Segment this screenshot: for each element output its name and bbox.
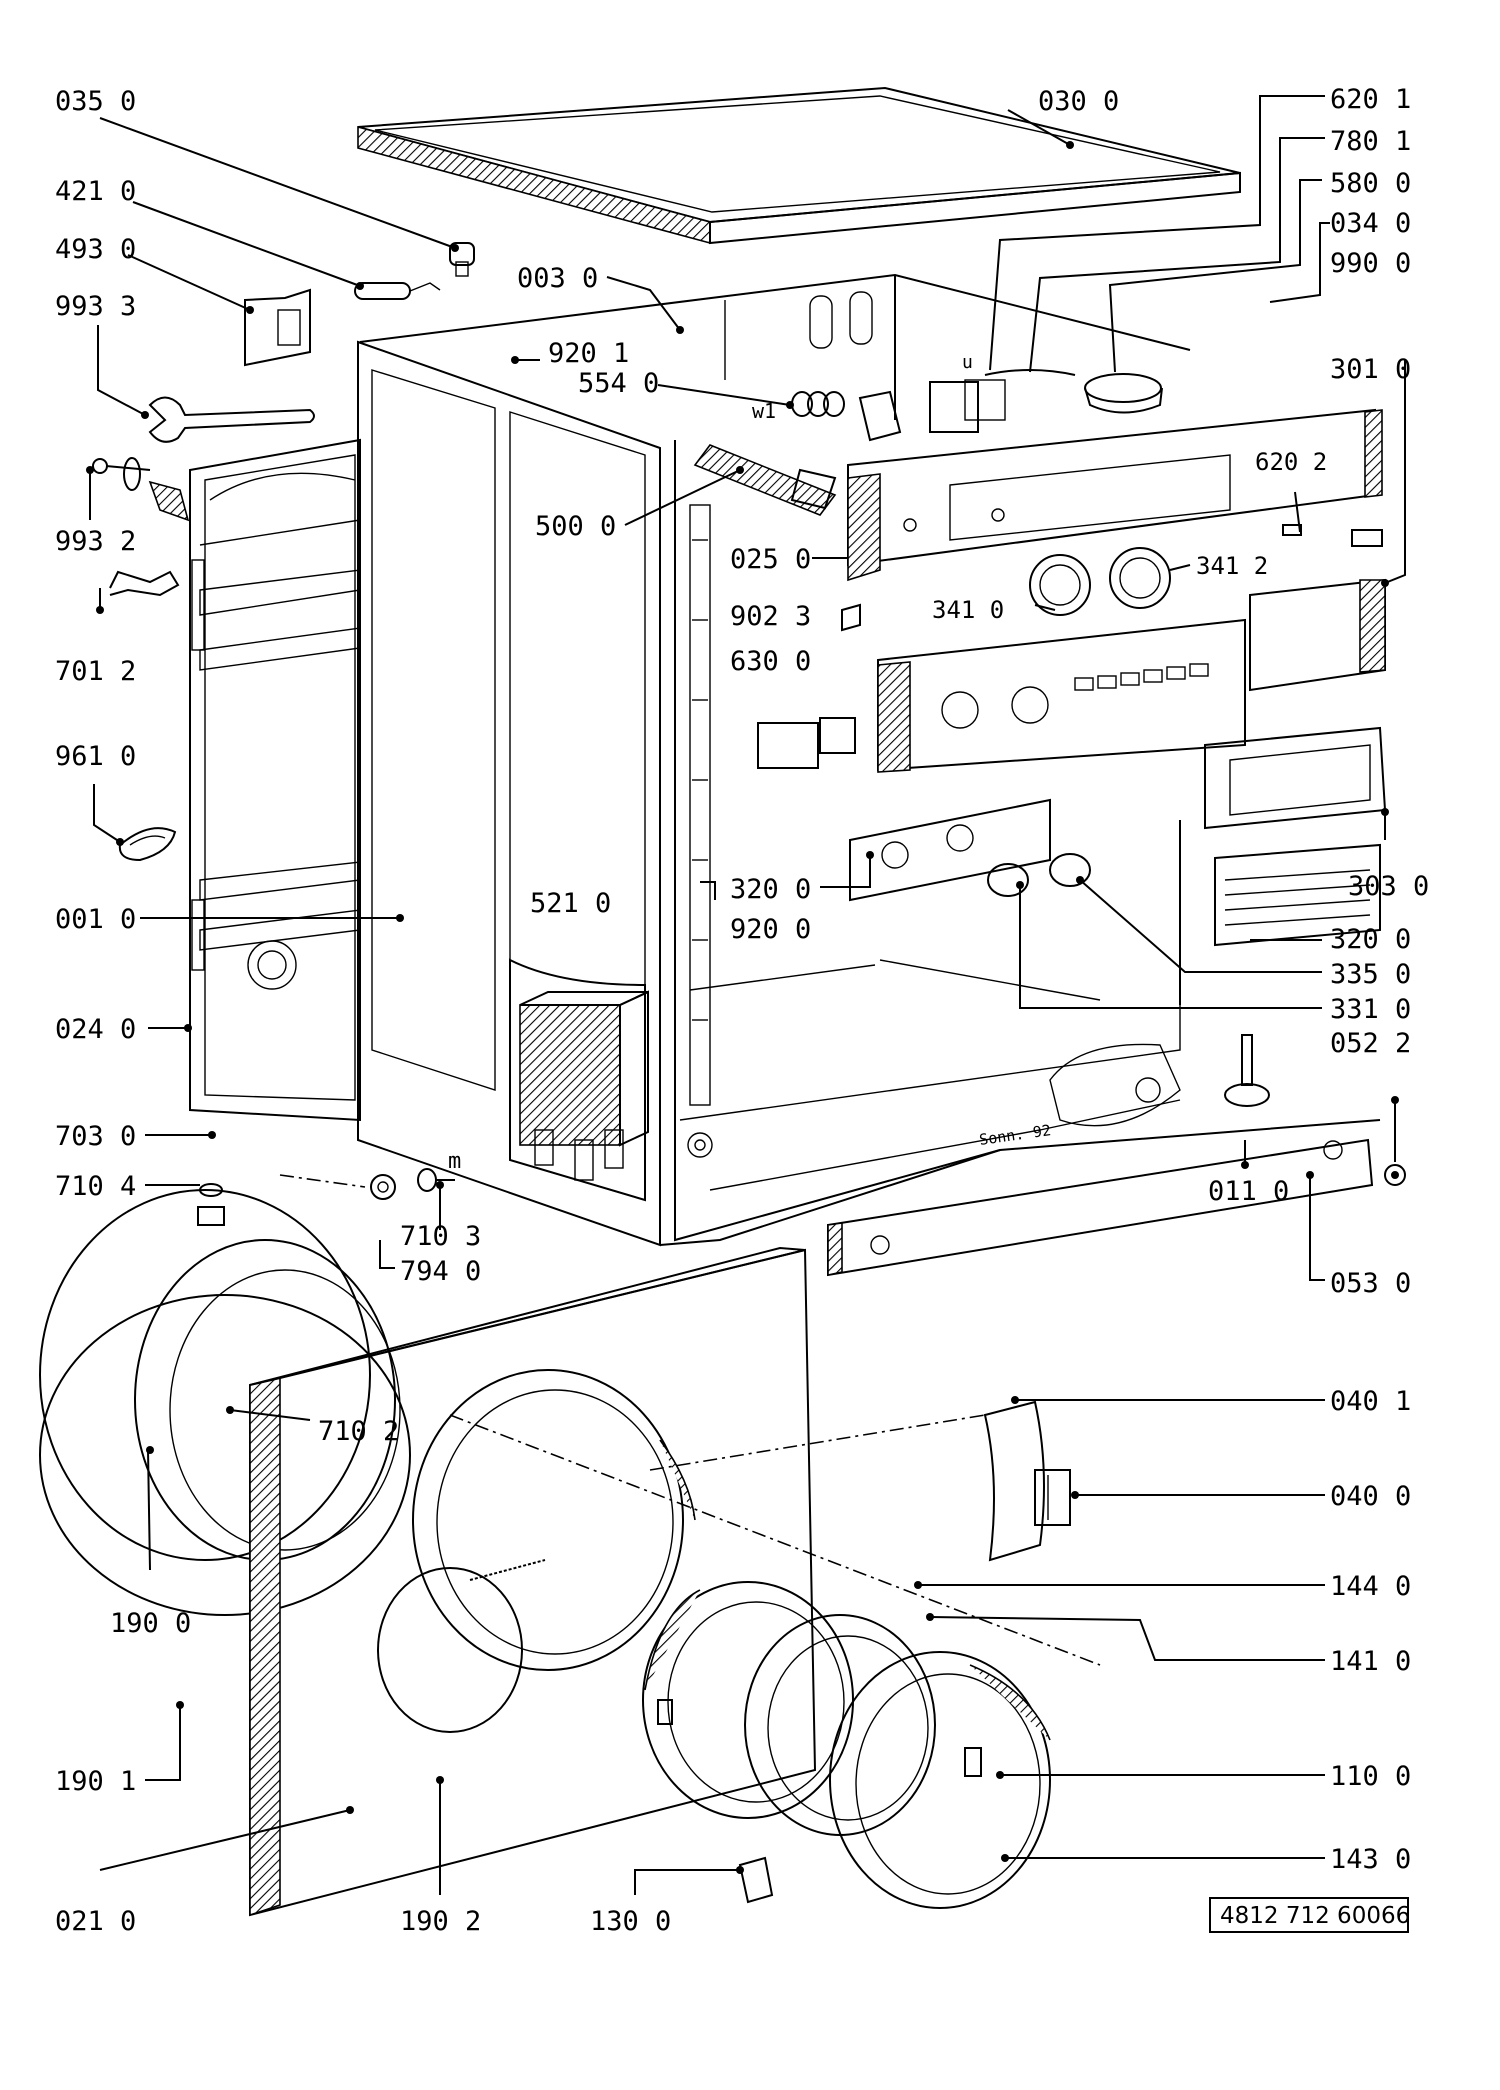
label-320-0-plate: 320 0: [1330, 924, 1411, 955]
label-710-3: 710 3: [400, 1221, 481, 1252]
label-190-0: 190 0: [110, 1608, 191, 1639]
label-021-0: 021 0: [55, 1906, 136, 1937]
label-620-2: 620 2: [1255, 448, 1327, 476]
label-493-0: 493 0: [55, 234, 136, 265]
callout-labels: 035 0 030 0 620 1 780 1 580 0 034 0 990 …: [55, 84, 1429, 1937]
label-335-0: 335 0: [1330, 959, 1411, 990]
label-040-0: 040 0: [1330, 1481, 1411, 1512]
drawing-code: 4812 712 60066: [1220, 1903, 1410, 1929]
label-024-0: 024 0: [55, 1014, 136, 1045]
label-993-2: 993 2: [55, 526, 136, 557]
label-130-0: 130 0: [590, 1906, 671, 1937]
label-920-0: 920 0: [730, 914, 811, 945]
marking-u: u: [962, 352, 973, 373]
label-794-0: 794 0: [400, 1256, 481, 1287]
leader-dots: [86, 141, 1399, 1874]
label-034-0: 034 0: [1330, 208, 1411, 239]
label-025-0: 025 0: [730, 544, 811, 575]
label-052-2: 052 2: [1330, 1028, 1411, 1059]
label-053-0: 053 0: [1330, 1268, 1411, 1299]
label-961-0: 961 0: [55, 741, 136, 772]
label-703-0: 703 0: [55, 1121, 136, 1152]
control-panel-parts: [693, 369, 1406, 1277]
label-990-0: 990 0: [1330, 248, 1411, 279]
label-141-0: 141 0: [1330, 1646, 1411, 1677]
door-parts: [449, 1400, 1101, 1909]
label-620-1: 620 1: [1330, 84, 1411, 115]
machine-drawing: [39, 86, 1406, 1917]
label-003-0: 003 0: [517, 263, 598, 294]
marking-m: m: [448, 1149, 461, 1174]
hose-parts: [199, 1132, 455, 1200]
label-040-1: 040 1: [1330, 1386, 1411, 1417]
rear-frame-024: [189, 438, 361, 1122]
label-521-0: 521 0: [530, 888, 611, 919]
marking-sonn: Sonn. 92: [978, 1121, 1052, 1149]
label-780-1: 780 1: [1330, 126, 1411, 157]
label-035-0: 035 0: [55, 86, 136, 117]
label-320-0-strip: 320 0: [730, 874, 811, 905]
cabinet-body-003: [357, 273, 1381, 1247]
label-001-0: 001 0: [55, 904, 136, 935]
drawing-code-box: 4812 712 60066: [1209, 1897, 1410, 1933]
label-341-2: 341 2: [1196, 552, 1268, 580]
label-143-0: 143 0: [1330, 1844, 1411, 1875]
label-710-4: 710 4: [55, 1171, 136, 1202]
small-parts-left: [92, 242, 475, 862]
label-011-0: 011 0: [1208, 1176, 1289, 1207]
label-301-0: 301 0: [1330, 354, 1411, 385]
label-331-0: 331 0: [1330, 994, 1411, 1025]
label-500-0: 500 0: [535, 511, 616, 542]
label-110-0: 110 0: [1330, 1761, 1411, 1792]
front-panel-021: [249, 1246, 817, 1917]
leader-lines: [89, 95, 1406, 1895]
marking-w1: w1: [752, 399, 776, 423]
label-030-0: 030 0: [1038, 86, 1119, 117]
tub-190: [39, 1189, 411, 1616]
label-701-2: 701 2: [55, 656, 136, 687]
label-144-0: 144 0: [1330, 1571, 1411, 1602]
label-630-0: 630 0: [730, 646, 811, 677]
label-190-1: 190 1: [55, 1766, 136, 1797]
label-580-0: 580 0: [1330, 168, 1411, 199]
label-190-2: 190 2: [400, 1906, 481, 1937]
label-554-0: 554 0: [578, 368, 659, 399]
label-421-0: 421 0: [55, 176, 136, 207]
label-341-0: 341 0: [932, 596, 1004, 624]
label-920-1: 920 1: [548, 338, 629, 369]
label-710-2: 710 2: [318, 1416, 399, 1447]
label-303-0: 303 0: [1348, 871, 1429, 902]
label-993-3: 993 3: [55, 291, 136, 322]
top-cover-030: [357, 86, 1241, 245]
label-902-3: 902 3: [730, 601, 811, 632]
